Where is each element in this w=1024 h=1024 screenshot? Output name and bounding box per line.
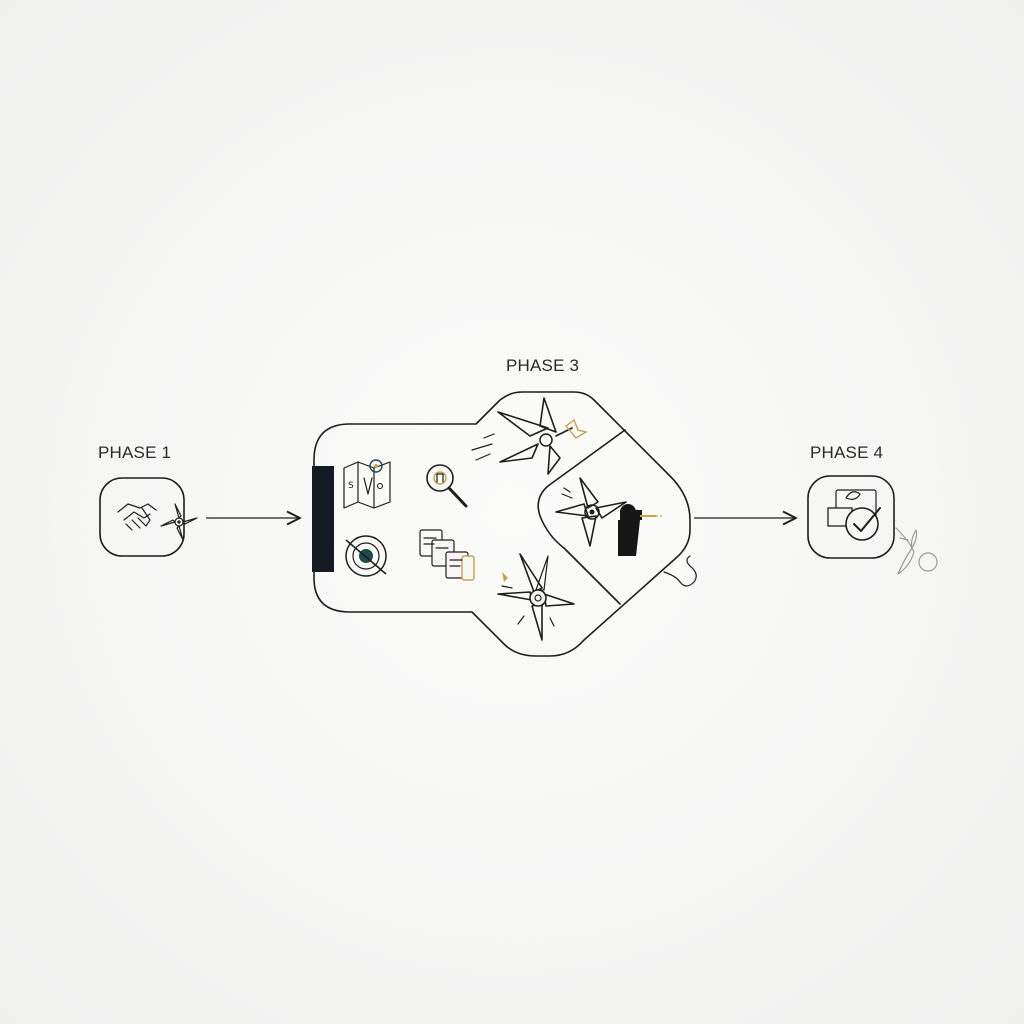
target-icon <box>345 535 387 577</box>
map-icon: S <box>343 459 391 509</box>
magnifier-icon <box>426 464 468 508</box>
sword-strike-icon <box>471 397 588 475</box>
shuriken-icon <box>555 477 627 547</box>
shuriken-icon <box>497 553 575 641</box>
phase-3-accent-bar <box>312 466 334 572</box>
svg-text:S: S <box>348 481 354 491</box>
connector-squiggle <box>663 555 697 587</box>
shuriken-icon <box>160 503 198 541</box>
documents-icon <box>419 529 475 581</box>
archer-icon <box>618 504 662 556</box>
phase-1-label: PHASE 1 <box>98 443 172 462</box>
phase-4-label: PHASE 4 <box>810 443 884 462</box>
phase-1-node <box>99 477 198 557</box>
checkmark-icon <box>845 507 881 541</box>
phase-3-node: S <box>312 391 697 657</box>
phase-4-node <box>807 475 938 575</box>
phase-3-label: PHASE 3 <box>506 356 580 375</box>
leaf-icon <box>895 527 938 575</box>
handshake-icon <box>117 503 157 531</box>
